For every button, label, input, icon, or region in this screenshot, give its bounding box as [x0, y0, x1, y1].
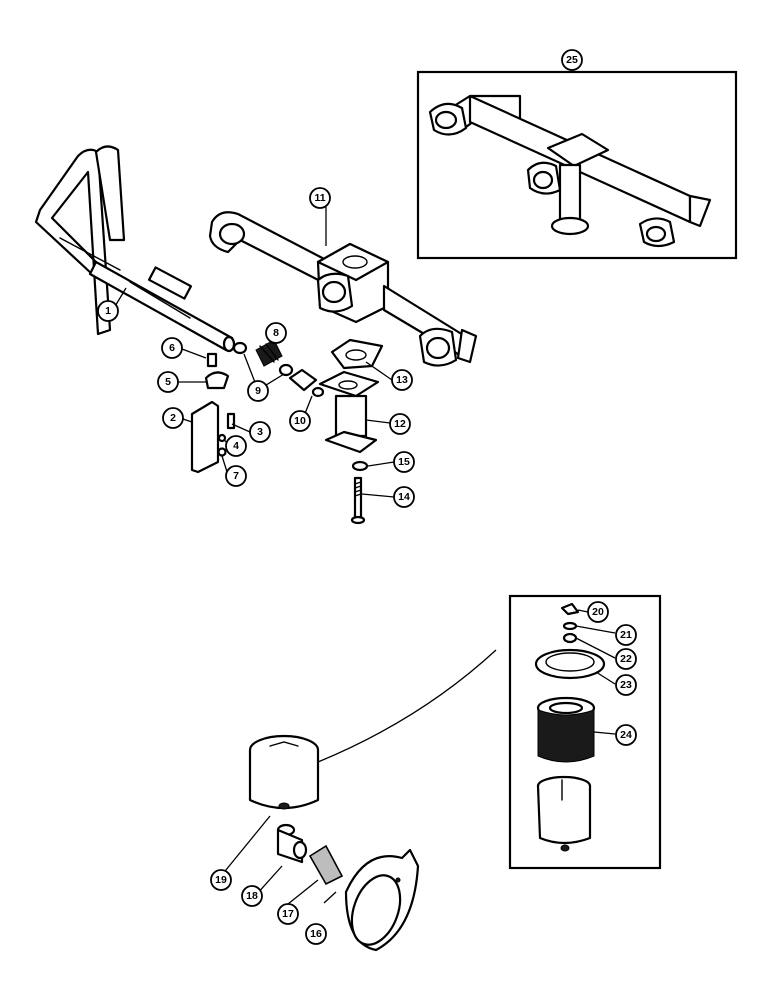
svg-text:19: 19: [215, 874, 227, 886]
inset-box-filter-internals: [508, 594, 662, 870]
bolt-14: [350, 476, 366, 525]
callout-12: 12: [389, 413, 411, 435]
elbow-fitting-18: [276, 823, 308, 864]
callout-25: 25: [561, 49, 583, 71]
svg-text:4: 4: [233, 440, 239, 452]
callout-2: 2: [162, 407, 184, 429]
nut-9: [232, 341, 294, 377]
callout-1: 1: [97, 300, 119, 322]
elbow-12: [318, 370, 380, 454]
filter-element-24: [536, 696, 596, 763]
filter-canister-19: [248, 734, 320, 810]
callout-5: 5: [157, 371, 179, 393]
callout-17: 17: [277, 903, 299, 925]
svg-text:21: 21: [620, 629, 632, 641]
nut-7: [217, 447, 227, 457]
svg-text:13: 13: [396, 374, 408, 386]
connector-curve: [317, 649, 497, 763]
callout-18: 18: [241, 885, 263, 907]
svg-text:17: 17: [282, 908, 294, 920]
bracket-2: [190, 400, 220, 474]
svg-text:20: 20: [592, 606, 604, 618]
svg-text:11: 11: [314, 192, 325, 204]
svg-text:25: 25: [566, 54, 578, 66]
callout-6: 6: [161, 337, 183, 359]
gasket-13: [330, 338, 384, 370]
callout-4: 4: [225, 435, 247, 457]
svg-text:16: 16: [310, 928, 322, 940]
svg-text:8: 8: [273, 327, 279, 339]
svg-text:5: 5: [165, 376, 171, 388]
svg-text:9: 9: [255, 385, 261, 397]
callout-9: 9: [247, 380, 269, 402]
callout-11: 11: [309, 187, 331, 209]
svg-text:2: 2: [170, 412, 176, 424]
wing-nut-20: [560, 602, 580, 616]
callout-13: 13: [391, 369, 413, 391]
clip-5: [204, 371, 230, 390]
callout-20: 20: [587, 601, 609, 623]
callout-24: 24: [615, 724, 637, 746]
gasket-22: [562, 632, 578, 644]
cap-screw-6: [206, 352, 218, 368]
callout-16: 16: [305, 923, 327, 945]
callout-3: 3: [249, 421, 271, 443]
fitting-10: [288, 368, 325, 398]
cover-23: [534, 648, 606, 680]
washer-4: [217, 433, 227, 443]
svg-text:7: 7: [233, 470, 239, 482]
nipple-17: [308, 844, 344, 886]
svg-text:10: 10: [294, 415, 306, 427]
washer-15: [351, 460, 369, 472]
svg-text:24: 24: [620, 729, 632, 741]
callout-22: 22: [615, 648, 637, 670]
filter-bowl: [536, 775, 592, 852]
exhaust-manifold-11: [208, 211, 478, 367]
callout-19: 19: [210, 869, 232, 891]
callout-15: 15: [393, 451, 415, 473]
washer-21: [562, 621, 578, 631]
svg-text:3: 3: [257, 426, 263, 438]
svg-text:23: 23: [620, 679, 632, 691]
inset-box-alternate-manifold: [416, 70, 738, 260]
svg-text:18: 18: [246, 890, 258, 902]
callout-8: 8: [265, 322, 287, 344]
svg-text:12: 12: [394, 418, 406, 430]
callout-14: 14: [393, 486, 415, 508]
cap-screw-3: [226, 412, 236, 430]
callout-10: 10: [289, 410, 311, 432]
air-tube-1: [34, 145, 236, 353]
svg-text:22: 22: [620, 653, 632, 665]
svg-text:14: 14: [398, 491, 410, 503]
callout-21: 21: [615, 624, 637, 646]
svg-text:1: 1: [105, 305, 111, 317]
nipple-8: [255, 339, 283, 367]
alternate-exhaust-manifold: [428, 94, 712, 248]
svg-text:6: 6: [169, 342, 175, 354]
callout-23: 23: [615, 674, 637, 696]
air-cleaner-housing-16: [344, 848, 420, 952]
callout-7: 7: [225, 465, 247, 487]
svg-text:15: 15: [398, 456, 410, 468]
